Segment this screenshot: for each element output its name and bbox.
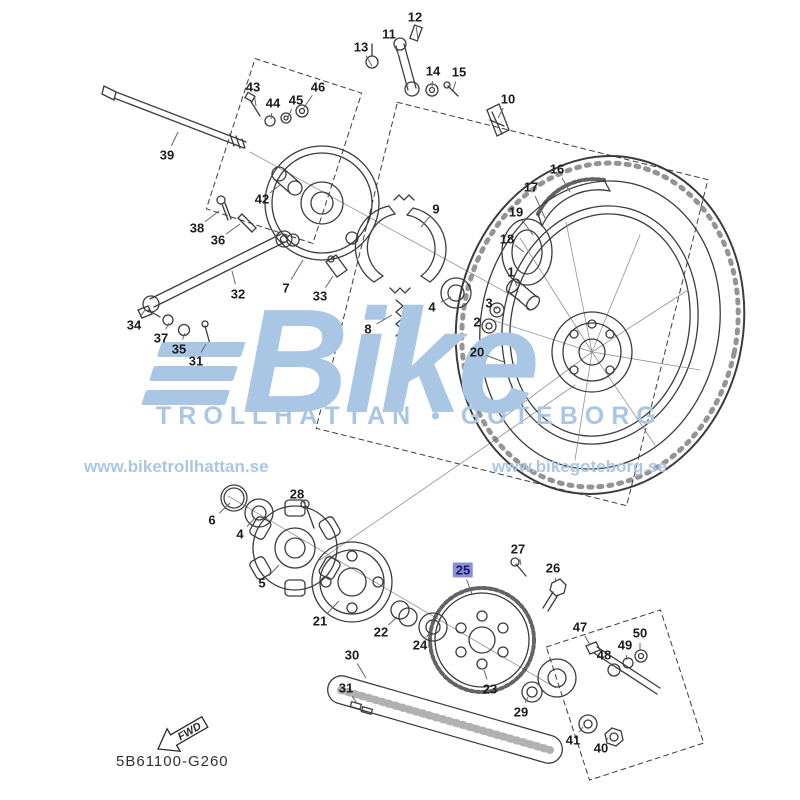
part-label-50[interactable]: 50	[632, 625, 648, 641]
part-label-22[interactable]: 22	[373, 624, 389, 640]
part-label-10[interactable]: 10	[500, 91, 516, 107]
rod-pin-drawing	[237, 213, 257, 233]
part-label-15[interactable]: 15	[451, 64, 467, 80]
sprocket-bolt-drawing	[542, 578, 567, 612]
cush-drive-drawing	[220, 484, 341, 597]
part-label-11[interactable]: 11	[382, 26, 396, 42]
chain-drawing	[327, 675, 563, 764]
part-label-27[interactable]: 27	[510, 541, 526, 557]
part-label-31[interactable]: 31	[338, 680, 354, 696]
part-label-25[interactable]: 25	[452, 562, 474, 578]
part-label-4[interactable]: 4	[236, 526, 244, 542]
part-label-47[interactable]: 47	[572, 619, 588, 635]
part-label-31[interactable]: 31	[188, 353, 204, 369]
part-label-3[interactable]: 3	[485, 295, 493, 311]
part-label-39[interactable]: 39	[159, 147, 175, 163]
part-label-14[interactable]: 14	[425, 63, 441, 79]
part-label-29[interactable]: 29	[513, 704, 529, 720]
spring-drawing	[395, 299, 404, 337]
part-label-24[interactable]: 24	[412, 637, 428, 653]
part-label-5[interactable]: 5	[258, 575, 266, 591]
part-label-44[interactable]: 44	[265, 95, 281, 111]
part-label-28[interactable]: 28	[289, 486, 305, 502]
chain-adjuster-bolt-drawing	[578, 641, 661, 747]
part-label-30[interactable]: 30	[344, 647, 360, 663]
part-label-4[interactable]: 4	[428, 299, 436, 315]
part-label-32[interactable]: 32	[230, 286, 246, 302]
rear-hub-collar-drawing	[521, 658, 577, 703]
part-label-37[interactable]: 37	[153, 330, 169, 346]
part-label-49[interactable]: 49	[617, 637, 633, 653]
part-label-43[interactable]: 43	[245, 79, 261, 95]
wheel-hub-drawing	[551, 311, 633, 393]
part-label-19[interactable]: 19	[508, 204, 524, 220]
part-label-46[interactable]: 46	[310, 79, 326, 95]
part-label-6[interactable]: 6	[208, 512, 216, 528]
sprocket-carrier-drawing	[311, 541, 393, 623]
collar-bearing-drawing	[390, 600, 448, 642]
small-fasteners-drawing	[244, 91, 309, 127]
part-label-7[interactable]: 7	[282, 280, 290, 296]
diagram-code: 5B61100-G260	[116, 753, 229, 770]
part-label-34[interactable]: 34	[126, 317, 142, 333]
assembly-axis-lines	[227, 151, 576, 689]
part-label-20[interactable]: 20	[469, 344, 485, 360]
spokes	[491, 221, 701, 461]
part-label-9[interactable]: 9	[432, 201, 440, 217]
clip-drawing	[510, 557, 527, 577]
part-label-23[interactable]: 23	[482, 681, 498, 697]
part-label-38[interactable]: 38	[189, 220, 205, 236]
part-label-16[interactable]: 16	[549, 161, 565, 177]
brake-panel-drawing	[264, 145, 380, 261]
cotter-pin-drawing	[216, 195, 232, 221]
part-label-13[interactable]: 13	[353, 39, 369, 55]
adjuster-drawing	[486, 103, 510, 137]
axle-drawing	[101, 85, 247, 149]
part-label-12[interactable]: 12	[407, 9, 423, 25]
collar-drawing	[271, 166, 303, 196]
part-label-33[interactable]: 33	[312, 288, 328, 304]
part-label-42[interactable]: 42	[254, 191, 270, 207]
part-label-26[interactable]: 26	[545, 560, 561, 576]
sprocket-drawing	[428, 586, 536, 694]
part-label-8[interactable]: 8	[364, 321, 372, 337]
part-label-41[interactable]: 41	[565, 732, 581, 748]
part-label-40[interactable]: 40	[593, 740, 609, 756]
rear-wheel-drawing	[454, 155, 746, 495]
brake-shoes-drawing	[354, 194, 447, 294]
part-label-45[interactable]: 45	[288, 92, 304, 108]
part-label-48[interactable]: 48	[596, 647, 612, 663]
part-label-18[interactable]: 18	[499, 231, 515, 247]
axle-bearings-drawing	[440, 277, 541, 334]
part-label-2[interactable]: 2	[473, 314, 481, 330]
part-label-36[interactable]: 36	[210, 232, 226, 248]
part-label-1[interactable]: 1	[507, 264, 515, 280]
part-label-17[interactable]: 17	[523, 179, 539, 195]
brake-cam-drawing	[325, 254, 348, 278]
assembly-outline-boxes	[205, 57, 709, 781]
part-label-21[interactable]: 21	[312, 613, 328, 629]
